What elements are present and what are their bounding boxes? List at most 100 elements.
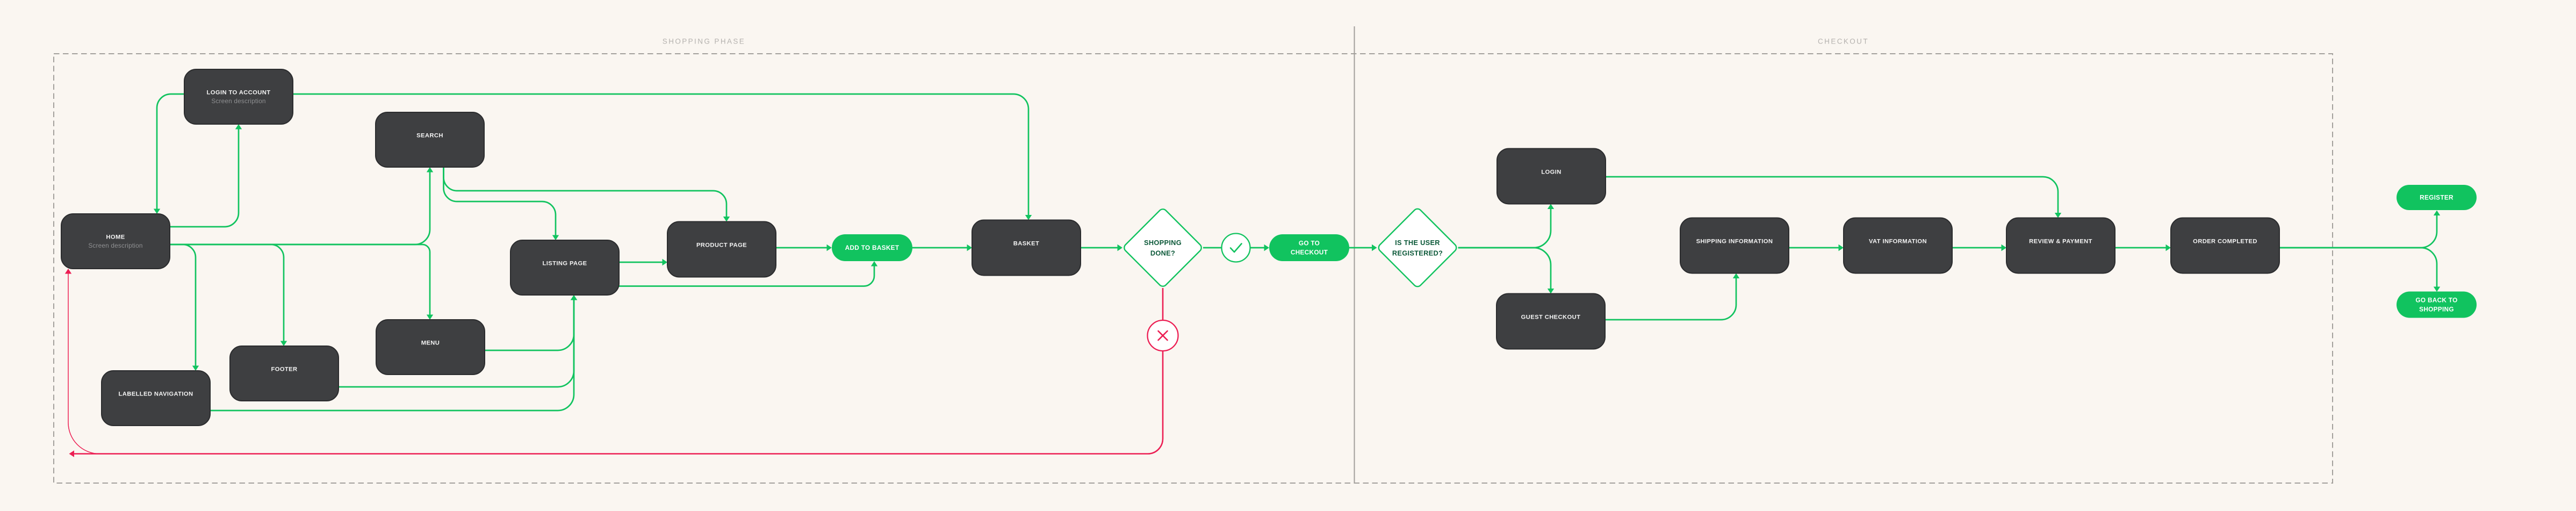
node-label-go-to-checkout-line1: GO TO: [1299, 240, 1320, 247]
node-label-login-to-account: LOGIN TO ACCOUNT: [207, 90, 271, 96]
edge-go-to-checkout_is-the-user-registered: [1349, 244, 1377, 251]
node-register[interactable]: REGISTER: [2397, 185, 2477, 210]
zone-label-checkout: CHECKOUT: [1818, 38, 1869, 46]
node-label-go-to-checkout-line2: CHECKOUT: [1291, 249, 1328, 256]
node-shape-add-to-basket: [832, 234, 912, 261]
node-label-is-the-user-registered-line2: REGISTERED?: [1392, 249, 1443, 257]
edge-is-the-user-registered_guest-checkout: [1458, 247, 1555, 294]
edge-line-back_home: [68, 273, 105, 455]
edge-arrowhead-login-to-account_basket: [1025, 215, 1032, 220]
node-shape-is-the-user-registered: [1378, 208, 1457, 287]
edge-line-is-the-user-registered_guest-checkout: [1458, 247, 1552, 290]
node-search[interactable]: SEARCH: [375, 112, 485, 168]
edge-login-to-account_basket: [293, 93, 1032, 220]
edge-listing-page_product-page: [619, 258, 667, 266]
node-no-cross[interactable]: [1147, 319, 1179, 352]
node-guest-checkout[interactable]: GUEST CHECKOUT: [1496, 293, 1606, 350]
edge-line-order-completed_go-back-to-shopping: [2279, 247, 2438, 287]
edge-line-home_menu: [170, 243, 431, 315]
node-review-payment[interactable]: REVIEW & PAYMENT: [2006, 217, 2116, 274]
node-product-page[interactable]: PRODUCT PAGE: [667, 221, 776, 278]
edge-arrowhead-login-to-account_home: [153, 208, 161, 214]
node-shape-order-completed: [2170, 217, 2280, 274]
edge-arrowhead-search_listing-page: [552, 235, 559, 240]
node-sublabel-home: Screen description: [88, 242, 142, 249]
edge-labelled-navigation_listing-page: [210, 295, 578, 412]
node-shape-shipping-information: [1680, 217, 1789, 274]
node-menu[interactable]: MENU: [376, 319, 485, 375]
node-shape-listing-page: [510, 240, 620, 296]
edge-arrowhead-home_labelled-navigation: [192, 365, 199, 371]
node-shape-review-payment: [2006, 217, 2116, 274]
node-label-footer: FOOTER: [271, 366, 297, 373]
node-label-add-to-basket-line1: ADD TO BASKET: [845, 244, 900, 251]
node-sublabel-login-to-account: Screen description: [211, 97, 265, 105]
edge-arrowhead-home_login-to-account: [235, 124, 242, 129]
node-label-shopping-done-line1: SHOPPING: [1144, 239, 1182, 247]
node-shape-register: [2397, 185, 2477, 210]
edge-no-cross_back: [69, 351, 1164, 457]
node-basket[interactable]: BASKET: [972, 219, 1081, 276]
node-shopping-done[interactable]: SHOPPING DONE?: [1122, 207, 1203, 288]
edge-arrowhead-go-to-checkout_is-the-user-registered: [1372, 244, 1377, 251]
node-shape-login-to-account: [184, 69, 293, 125]
node-shape-menu: [376, 319, 485, 375]
edge-guest-checkout_shipping-information: [1605, 273, 1740, 321]
edge-line-search_listing-page: [443, 167, 557, 236]
node-is-the-user-registered[interactable]: IS THE USER REGISTERED?: [1377, 207, 1458, 289]
edge-line-listing-page_add-to-basket: [619, 265, 875, 287]
node-shape-vat-information: [1843, 217, 1953, 274]
edge-line-no-cross_back: [73, 351, 1164, 455]
node-login[interactable]: LOGIN: [1496, 148, 1606, 205]
edge-arrowhead-guest-checkout_shipping-information: [1732, 273, 1740, 278]
zone-dashed-border: [53, 53, 2333, 484]
edge-line-login-to-account_home: [156, 93, 184, 210]
edge-arrowhead-is-the-user-registered_login: [1547, 204, 1555, 209]
node-label-order-completed: ORDER COMPLETED: [2193, 239, 2257, 245]
edge-arrowhead-listing-page_product-page: [662, 258, 667, 266]
edge-arrowhead-home_menu: [426, 314, 434, 320]
node-vat-information[interactable]: VAT INFORMATION: [1843, 217, 1953, 274]
edge-search_product-page: [443, 167, 730, 222]
edge-arrowhead-listing-page_add-to-basket: [870, 261, 878, 267]
node-footer[interactable]: FOOTER: [229, 346, 339, 401]
node-labelled-navigation[interactable]: LABELLED NAVIGATION: [101, 370, 211, 426]
node-label-listing-page: LISTING PAGE: [543, 261, 587, 267]
node-shape-login: [1496, 148, 1606, 205]
edge-basket_shopping-done: [1081, 244, 1122, 251]
node-shape-home: [61, 213, 170, 269]
node-shape-labelled-navigation: [101, 370, 211, 426]
edge-product-page_add-to-basket: [776, 244, 832, 251]
edge-review-payment_order-completed: [2115, 244, 2171, 251]
node-order-completed[interactable]: ORDER COMPLETED: [2170, 217, 2280, 274]
node-yes-check[interactable]: [1221, 233, 1251, 263]
check-icon: [1229, 243, 1242, 253]
edge-vat-information_review-payment: [1952, 244, 2006, 251]
edge-arrowhead-order-completed_register: [2433, 210, 2441, 215]
edge-arrowhead-home_search: [426, 167, 434, 172]
node-add-to-basket[interactable]: ADD TO BASKET: [832, 234, 912, 261]
node-shape-footer: [229, 346, 339, 401]
edge-arrowhead-labelled-navigation_listing-page: [570, 295, 578, 300]
node-label-go-back-to-shopping-line1: GO BACK TO: [2415, 297, 2457, 304]
node-go-to-checkout[interactable]: GO TO CHECKOUT: [1269, 234, 1349, 261]
node-shape-yes-check: [1221, 233, 1251, 263]
node-label-shopping-done-line2: DONE?: [1150, 249, 1175, 257]
node-label-basket: BASKET: [1013, 241, 1039, 247]
node-label-register-line1: REGISTER: [2420, 194, 2453, 201]
edge-arrowhead-search_product-page: [723, 217, 730, 222]
edge-line-labelled-navigation_listing-page: [210, 299, 575, 412]
node-label-shipping-information: SHIPPING INFORMATION: [1696, 239, 1773, 245]
node-shape-shopping-done: [1124, 208, 1202, 287]
zone-label-shopping-phase: SHOPPING PHASE: [663, 38, 745, 46]
edge-arrowhead-login_review-payment: [2054, 213, 2062, 218]
node-label-is-the-user-registered-line1: IS THE USER: [1395, 239, 1440, 247]
node-listing-page[interactable]: LISTING PAGE: [510, 240, 620, 296]
edge-home_login-to-account: [170, 124, 242, 228]
node-label-review-payment: REVIEW & PAYMENT: [2029, 239, 2092, 245]
node-shipping-information[interactable]: SHIPPING INFORMATION: [1680, 217, 1789, 274]
